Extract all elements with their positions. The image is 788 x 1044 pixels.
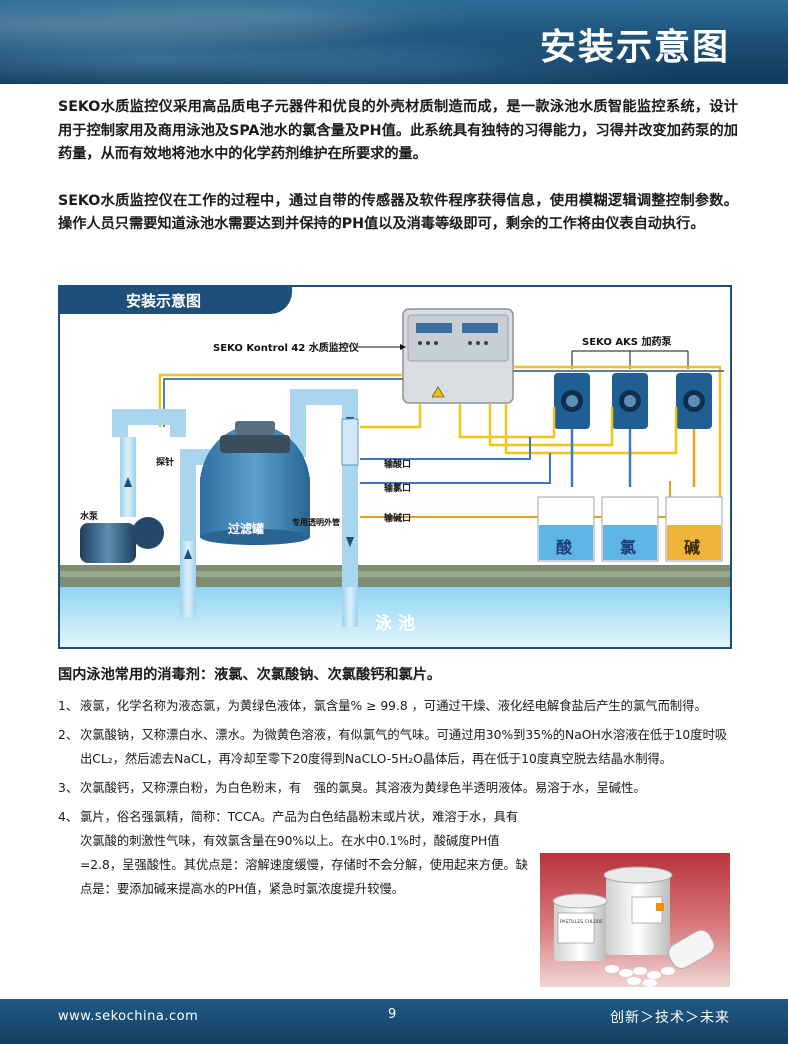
list-item: 2、 次氯酸钠，又称漂白水、漂水。为微黄色溶液，有似氯气的气味。可通过用30%到…	[58, 728, 728, 766]
water-pump: 水泵	[80, 510, 164, 563]
tank-acid: 酸	[537, 496, 595, 562]
dosing-pump-3	[676, 373, 712, 429]
svg-text:碱: 碱	[684, 538, 700, 557]
inlet-alkali-label: 输碱口	[384, 512, 411, 524]
page-number: 9	[388, 1007, 397, 1022]
pump-water-label: 水泵	[80, 510, 99, 522]
controller-label: SEKO Kontrol 42 水质监控仪	[213, 341, 360, 354]
inlet-chlorine-label: 输氯口	[384, 482, 411, 494]
pool-label: 泳 池	[375, 613, 415, 634]
list-item: 1、 液氯，化学名称为液态氯，为黄绿色液体，氯含量% ≥ 99.8 ，可通过干燥…	[58, 699, 707, 713]
dosing-pump-1	[554, 373, 590, 429]
website-link[interactable]: www.sekochina.com	[58, 1009, 199, 1024]
header-texture	[0, 0, 788, 84]
diagram-tab-title: 安装示意图	[126, 292, 202, 310]
diagram-tab: 安装示意图	[60, 287, 292, 314]
tank-alkali: 碱	[665, 496, 723, 562]
disinfectants-list: 1、 液氯，化学名称为液态氯，为黄绿色液体，氯含量% ≥ 99.8 ，可通过干燥…	[58, 694, 738, 906]
intro-paragraph-2: SEKO水质监控仪在工作的过程中，通过自带的传感器及软件程序获得信息，使用模糊逻…	[58, 192, 738, 233]
slogan: 创新＞技术＞未来	[610, 1010, 730, 1026]
disinfectants-title: 国内泳池常用的消毒剂：液氯、次氯酸钠、次氯酸钙和氯片。	[58, 667, 442, 683]
bucket-label: PASTILLES CHLORE	[560, 919, 603, 925]
chlorine-tablets-photo: PASTILLES CHLORE	[540, 853, 730, 987]
intro-text: SEKO水质监控仪采用高品质电子元器件和优良的外壳材质制造而成，是一款泳池水质智…	[58, 96, 738, 260]
tube-label: 专用透明外管	[292, 517, 340, 527]
filter-tank: 过滤罐	[200, 421, 310, 545]
inlet-acid-label: 输酸口	[384, 458, 411, 470]
filter-label: 过滤罐	[228, 521, 264, 536]
list-item: 3、 次氯酸钙，又称漂白粉，为白色粉末，有 强的氯臭。其溶液为黄绿色半透明液体。…	[58, 781, 646, 795]
intro-paragraph-1: SEKO水质监控仪采用高品质电子元器件和优良的外壳材质制造而成，是一款泳池水质智…	[58, 99, 738, 162]
pump-label: SEKO AKS 加药泵	[582, 335, 672, 348]
installation-diagram: 泳 池 SEKO Kontrol 42 水质监控仪 SEKO AKS 加药泵	[58, 285, 732, 649]
header-banner: 安装示意图	[0, 0, 788, 84]
footer: www.sekochina.com 9 创新＞技术＞未来	[0, 999, 788, 1044]
pool-water	[60, 587, 730, 647]
diagram-drawing: 泳 池 SEKO Kontrol 42 水质监控仪 SEKO AKS 加药泵	[60, 308, 730, 647]
page-title: 安装示意图	[539, 27, 730, 68]
probe-label: 探针	[156, 456, 174, 468]
tank-chlorine: 氯	[601, 496, 659, 562]
dosing-pump-2	[612, 373, 648, 429]
svg-text:氯: 氯	[620, 538, 636, 557]
list-item: 4、 氯片，俗名强氯精，简称：TCCA。产品为白色结晶粉末或片状，难溶于水，具有…	[58, 810, 528, 896]
svg-text:酸: 酸	[556, 538, 573, 557]
